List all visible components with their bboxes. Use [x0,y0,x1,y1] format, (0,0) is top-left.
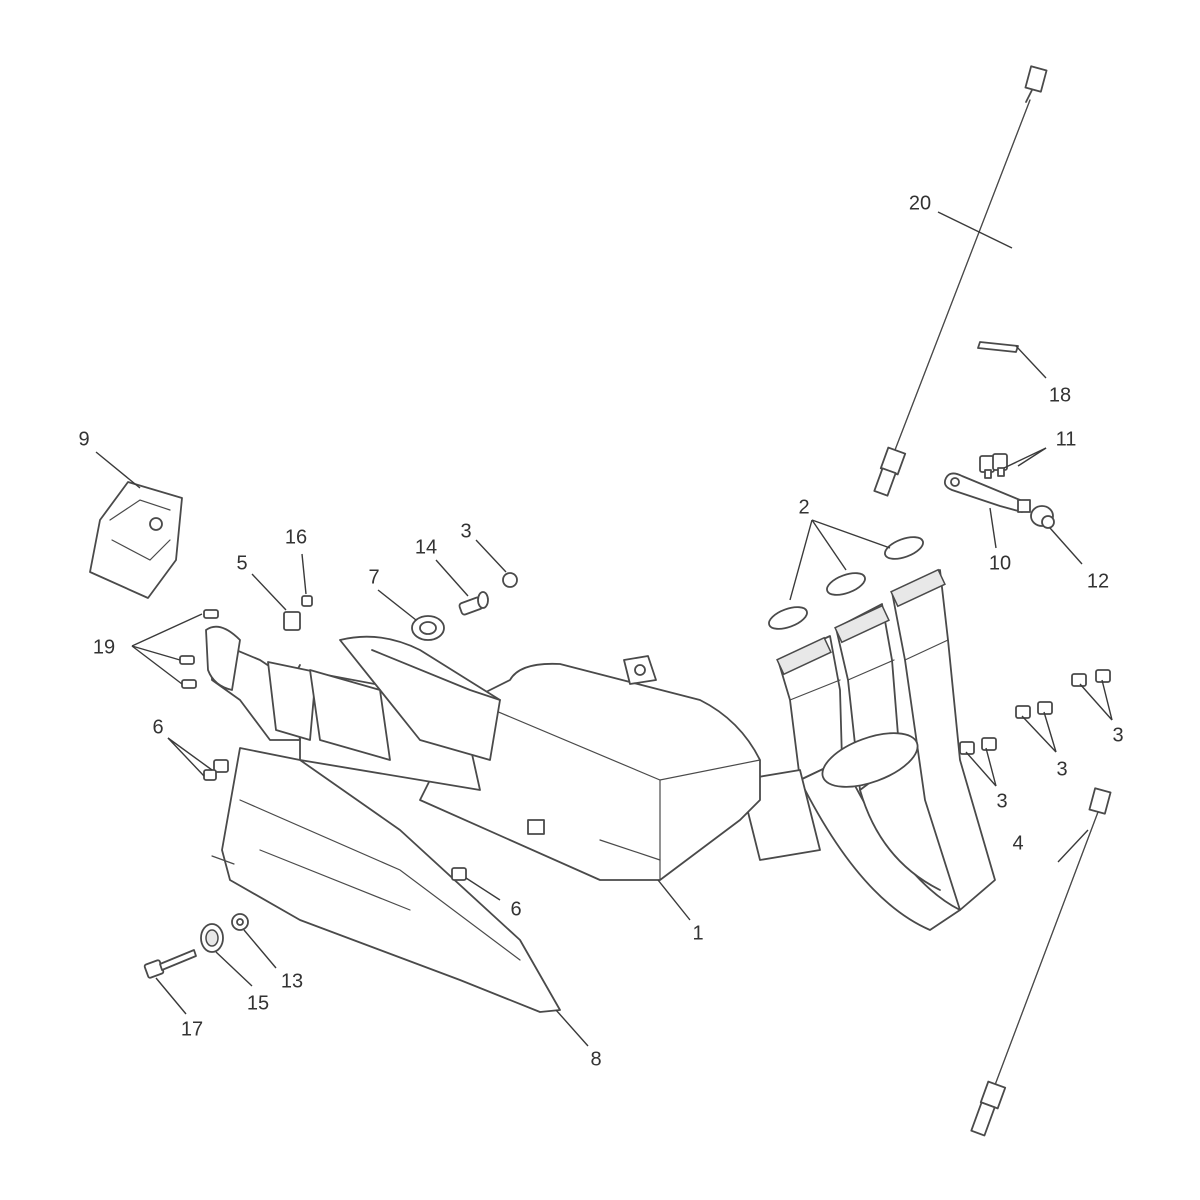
callout-3-right-3: 3 [1112,724,1123,746]
part-15-bush [200,923,224,953]
part-3-nut-pairs [959,669,1111,755]
callout-19: 19 [93,636,115,658]
callout-16: 16 [285,526,307,548]
callout-13: 13 [281,970,303,992]
callout-6-left: 6 [152,716,163,738]
part-6-nuts [203,759,467,881]
callout-4: 4 [1012,832,1023,854]
callout-5: 5 [236,552,247,574]
callout-7: 7 [368,566,379,588]
part-7-mount-rubber [411,615,445,641]
part-5-clamp [283,611,301,631]
part-18-clip [977,341,1019,353]
part-3-nut-top [502,572,518,588]
part-16-screw [301,595,313,607]
callout-15: 15 [247,992,269,1014]
callout-1: 1 [692,922,703,944]
callout-3-top: 3 [460,520,471,542]
part-10-bracket [943,472,1031,513]
callout-3-right-2: 3 [1056,758,1067,780]
callout-14: 14 [415,536,437,558]
callout-9: 9 [78,428,89,450]
part-11-bolts [979,453,1008,479]
callout-8: 8 [590,1048,601,1070]
callout-20: 20 [909,192,931,214]
part-1-silencer-box [419,655,761,881]
part-20-oxygen-sensor-upper [873,65,1048,497]
callout-10: 10 [989,552,1011,574]
callout-12: 12 [1087,570,1109,592]
part-17-bolt [143,949,197,979]
callout-3-right-1: 3 [996,790,1007,812]
callout-2: 2 [798,496,809,518]
callout-18: 18 [1049,384,1071,406]
part-12-grommet [1030,505,1055,529]
part-4-oxygen-sensor-lower [970,787,1112,1137]
leader-lines [95,211,1113,1047]
header-pipes [739,568,996,931]
part-9-end-cap [89,481,183,599]
part-14-sleeve [458,591,489,616]
part-2-gaskets [768,536,924,630]
callout-11: 11 [1056,428,1077,450]
mid-pipe-catalyst [205,625,391,761]
part-8-heat-shield [211,747,561,1013]
part-13-washer [231,913,249,931]
callout-labels: 20 18 11 10 12 2 9 16 5 7 14 3 19 6 6 1 … [78,192,1123,1070]
callout-17: 17 [181,1018,203,1040]
callout-6-center: 6 [510,898,521,920]
